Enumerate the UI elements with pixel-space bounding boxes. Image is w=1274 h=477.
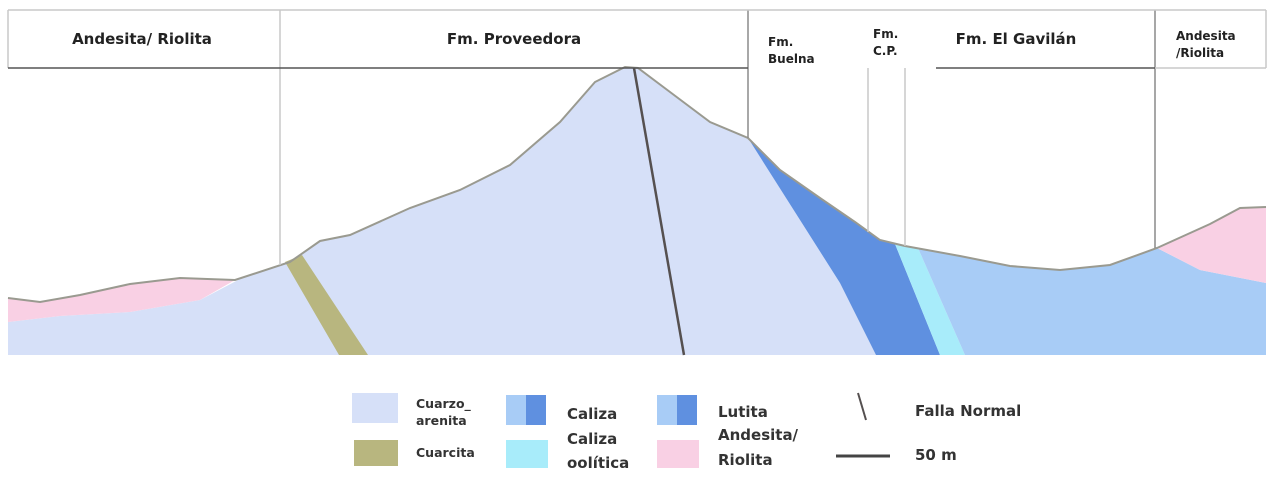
label-fm-proveedora: Fm. Proveedora	[447, 30, 581, 48]
swatch-lutita-light	[657, 395, 677, 425]
svg-text:Falla Normal: Falla Normal	[915, 402, 1021, 420]
legend-item-caliza: Caliza	[506, 395, 617, 425]
swatch-cuarcita	[354, 440, 398, 466]
legend-item-caliza-oolitica: Caliza oolítica	[506, 430, 629, 472]
svg-text:Cuarcita: Cuarcita	[416, 445, 475, 460]
legend-item-cuarcita: Cuarcita	[354, 440, 475, 466]
label-andesita-riolita-right: Andesita /Riolita	[1176, 29, 1240, 60]
legend-item-andesita-riolita: Andesita/ Riolita	[657, 426, 803, 469]
label-fm-buelna: Fm. Buelna	[768, 35, 815, 66]
svg-text:50 m: 50 m	[915, 446, 957, 464]
legend-item-falla-normal: Falla Normal	[857, 392, 1021, 421]
formation-boundaries-dark	[747, 10, 1156, 248]
header-band	[7, 9, 1267, 69]
normal-fault	[632, 67, 686, 356]
fault-symbol-icon	[857, 392, 867, 421]
legend-item-lutita: Lutita	[657, 395, 768, 425]
swatch-lutita-dark	[677, 395, 697, 425]
label-fm-cp: Fm. C.P.	[873, 27, 902, 58]
legend-item-cuarzo-arenita: Cuarzo_ arenita	[352, 393, 475, 428]
unit-caliza-oolitica	[880, 240, 965, 355]
svg-text:Caliza: Caliza	[567, 405, 617, 423]
svg-text:Caliza oolítica: Caliza oolítica	[567, 430, 629, 472]
swatch-andesita-riolita	[657, 440, 699, 468]
unit-cuarzo-arenita	[8, 67, 876, 355]
svg-text:Lutita: Lutita	[718, 403, 768, 421]
formation-boundaries	[279, 10, 906, 265]
swatch-caliza-dark	[526, 395, 546, 425]
legend-item-scale-bar: 50 m	[836, 446, 957, 464]
swatch-caliza-oolitica	[506, 440, 548, 468]
swatch-caliza-light	[506, 395, 526, 425]
geologic-units	[8, 67, 1266, 355]
formation-labels: Andesita/ Riolita Fm. Proveedora Fm. Bue…	[72, 27, 1240, 66]
legend: Cuarzo_ arenita Cuarcita Caliza Caliza o…	[352, 392, 1021, 472]
unit-andesita-riolita-left	[8, 278, 235, 322]
svg-text:Cuarzo_ arenita: Cuarzo_ arenita	[416, 396, 475, 428]
unit-lutita	[748, 138, 940, 355]
unit-cuarcita	[285, 255, 368, 355]
unit-andesita-riolita-right	[1157, 207, 1266, 283]
svg-text:Andesita/ Riolita: Andesita/ Riolita	[718, 426, 803, 469]
unit-caliza	[905, 246, 1266, 355]
topographic-profile	[7, 65, 1267, 304]
label-andesita-riolita-left: Andesita/ Riolita	[72, 30, 212, 48]
label-fm-el-gavilan: Fm. El Gavilán	[956, 30, 1077, 48]
swatch-cuarzo-arenita	[352, 393, 398, 423]
